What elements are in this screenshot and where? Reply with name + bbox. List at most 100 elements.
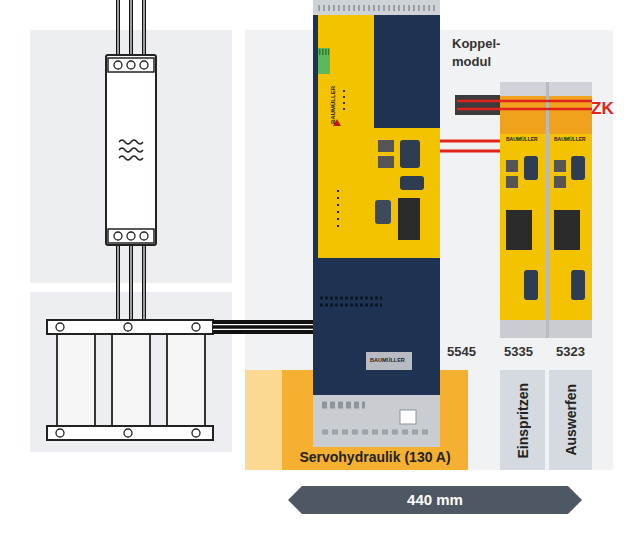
drive-5323: 5323: [549, 88, 592, 338]
dc-link-line: [457, 100, 592, 103]
heat-sink: [500, 82, 546, 96]
choke-panel: [30, 292, 232, 452]
warning-band: [549, 96, 592, 134]
rj45-port: [378, 140, 394, 152]
wire: [116, 243, 120, 320]
dc-link-line: [457, 108, 592, 111]
choke-bar: [47, 320, 213, 334]
dc-link-connector: [440, 141, 500, 151]
terminal: [114, 61, 122, 69]
logo-plate: [366, 352, 412, 370]
mains-wires: [118, 0, 144, 320]
dc-link: [455, 95, 592, 115]
wire: [129, 243, 133, 320]
drive-body: [549, 96, 592, 338]
wire-core: [143, 243, 144, 320]
dimension-arrow: 440 mm: [288, 486, 582, 514]
terminal-strip: [108, 58, 154, 72]
node-label: Servohydraulik (130 A): [282, 449, 468, 465]
node-label: 5323: [556, 344, 585, 359]
wire: [116, 0, 120, 58]
wire-core: [130, 243, 131, 320]
terminal: [124, 429, 132, 437]
vent-dots: [320, 304, 382, 307]
choke-bar: [47, 426, 213, 440]
drive-5335: 5335: [500, 88, 546, 338]
light-band: [245, 370, 282, 470]
wire-core: [213, 324, 313, 325]
brand-logo: BAUMÜLLER: [330, 86, 337, 124]
heat-sink: [313, 0, 440, 16]
wire: [142, 243, 146, 320]
node-label: 5545: [447, 344, 476, 359]
coil: [112, 334, 150, 426]
filter-panel: [30, 30, 232, 283]
terminal: [140, 232, 148, 240]
wave-symbol: [119, 148, 143, 152]
yellow-front: [318, 15, 440, 258]
vent-dots: [320, 297, 382, 300]
wire-core: [213, 329, 313, 330]
bus-label: ZK: [591, 100, 614, 119]
rj45-port: [506, 176, 518, 188]
wave-symbol: [119, 140, 143, 144]
dsub-port: [524, 270, 538, 300]
node-label: Koppel- modul: [452, 35, 514, 71]
node-label: Einspritzen: [515, 383, 531, 458]
terminal-block: [318, 48, 330, 74]
axis-band: Auswerfen: [549, 370, 592, 470]
terminal: [192, 323, 200, 331]
axis-band: Servohydraulik (130 A): [282, 370, 468, 470]
terminal: [140, 61, 148, 69]
dsub-port: [375, 200, 391, 224]
wire-core: [117, 0, 118, 58]
terminal: [127, 61, 135, 69]
wire-core: [117, 243, 118, 320]
small-drives: [500, 82, 592, 338]
coupling-module: Koppel- modul: [455, 95, 500, 115]
wire-core: [143, 0, 144, 58]
node-label: 440 mm: [288, 486, 582, 514]
option-slot: [398, 198, 420, 240]
terminal: [127, 232, 135, 240]
arrow-shape: [288, 486, 582, 514]
warning-band: [500, 96, 546, 134]
wave-symbol: [119, 156, 143, 160]
rj45-port: [506, 160, 518, 172]
terminal: [56, 323, 64, 331]
terminal: [124, 323, 132, 331]
filter-symbol: [106, 55, 156, 245]
filter-body: [106, 55, 156, 245]
node-label: 5335: [504, 344, 533, 359]
terminal: [114, 232, 122, 240]
terminal-strip: [108, 229, 154, 243]
drive-body: [500, 96, 546, 338]
power-cable: [213, 320, 313, 334]
wire: [129, 0, 133, 58]
coupling-module: [455, 95, 500, 115]
terminal-screws: [319, 49, 329, 55]
wire: [142, 0, 146, 58]
dsub-port: [524, 156, 538, 180]
terminal-area: [549, 320, 592, 338]
dsub-port: [571, 156, 585, 180]
drive-5545: 5545: [313, 15, 440, 447]
rj45-port: [554, 160, 566, 172]
choke-symbol: [47, 320, 313, 440]
option-slot: [506, 210, 532, 250]
node-label: Auswerfen: [563, 384, 579, 456]
brand-logo: BAUMÜLLER: [506, 137, 538, 143]
terminal-area: [500, 320, 546, 338]
brand-logo: BAUMÜLLER: [554, 137, 586, 143]
coil: [167, 334, 205, 426]
status-leds: [337, 190, 339, 230]
status-leds: [343, 90, 345, 112]
coil: [57, 334, 95, 426]
brand-logo: BAUMÜLLER: [370, 357, 405, 363]
rj45-port: [554, 176, 566, 188]
vent-slots: [318, 5, 436, 11]
terminal: [56, 429, 64, 437]
wire-core: [130, 0, 131, 58]
option-slot: [554, 210, 580, 250]
